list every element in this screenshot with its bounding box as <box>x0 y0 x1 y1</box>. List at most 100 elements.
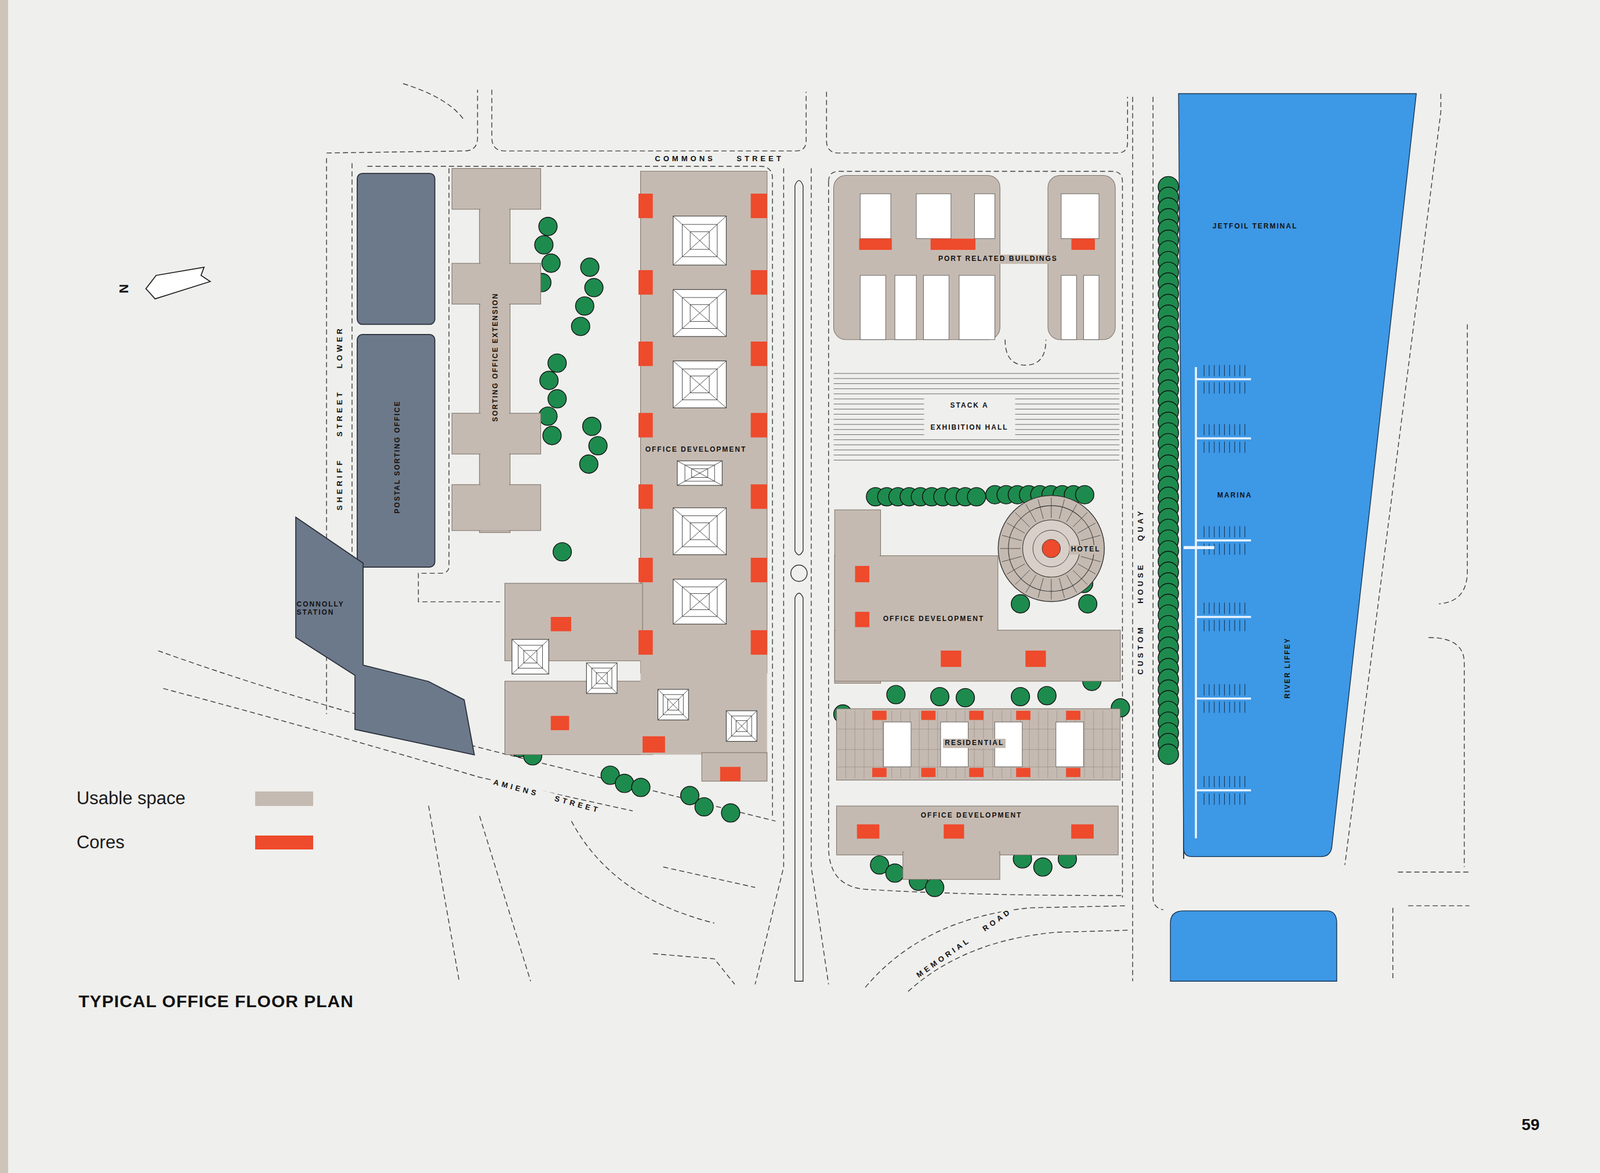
core-block <box>750 341 768 366</box>
plan-shape <box>726 710 758 742</box>
core-block <box>1041 539 1061 559</box>
plan-shape <box>1103 710 1104 779</box>
core-block <box>1025 650 1046 667</box>
tree <box>575 296 594 316</box>
plan-shape <box>1050 579 1052 600</box>
plan-line <box>791 565 808 582</box>
plan-shape <box>1195 437 1251 441</box>
plan-shape <box>1111 710 1113 779</box>
plan-shape <box>1195 789 1251 793</box>
plan-shape <box>1032 530 1070 568</box>
plan-shape <box>904 850 1000 858</box>
plan-shape <box>959 275 996 340</box>
street-name: SHERIFF STREET LOWER <box>334 323 345 514</box>
plan-shape <box>833 388 1120 390</box>
plan-shape <box>1203 365 1245 394</box>
core-block <box>969 710 985 721</box>
plan-line <box>795 180 804 555</box>
core-block <box>750 630 768 655</box>
core-block <box>872 768 887 778</box>
core-block <box>1066 710 1081 721</box>
tree <box>539 371 559 390</box>
tree <box>1158 744 1179 765</box>
plan-shape <box>1038 710 1040 779</box>
plan-line <box>838 171 1123 899</box>
core-block <box>720 767 741 782</box>
plan-shape <box>845 710 847 779</box>
page-number: 59 <box>1521 1115 1540 1135</box>
north-label: N <box>115 284 131 294</box>
plan-line <box>1438 324 1468 604</box>
plan-shape <box>640 652 768 756</box>
tree <box>542 426 562 445</box>
plan-line <box>1005 339 1046 366</box>
plan-shape <box>834 510 881 684</box>
building-footprint: OFFICE DEVELOPMENT <box>831 506 1123 686</box>
tree <box>721 803 740 823</box>
tree <box>1033 857 1052 877</box>
core-block <box>855 566 870 583</box>
plan-shape <box>1077 523 1095 534</box>
tree <box>956 688 975 707</box>
plan-shape <box>1195 616 1251 619</box>
plan-shape <box>673 361 727 409</box>
core-block <box>638 270 653 295</box>
tree <box>538 407 558 426</box>
core-block <box>1071 238 1095 250</box>
plan-shape <box>673 361 727 409</box>
plan-shape <box>1058 578 1065 598</box>
plan-shape <box>833 383 1120 384</box>
tree <box>886 685 906 705</box>
plan-shape <box>640 171 768 674</box>
plan-shape <box>479 168 511 533</box>
area-label: RESIDENTIAL <box>942 738 1006 749</box>
area-label: JETFOIL TERMINAL <box>1212 222 1298 231</box>
tree <box>694 797 714 817</box>
plan-shape <box>673 216 727 266</box>
plan-shape <box>673 289 727 337</box>
core-block <box>550 716 570 731</box>
river-water-shape <box>1175 91 1421 862</box>
area-label: HOTEL <box>1069 545 1103 555</box>
building-footprint: RESIDENTIAL <box>834 705 1123 784</box>
plan-shape <box>883 722 912 767</box>
plan-shape <box>1038 499 1044 520</box>
plan-line <box>795 593 804 982</box>
station-footprint-shape <box>291 513 480 761</box>
plan-shape <box>677 461 723 486</box>
plan-line <box>826 91 1128 154</box>
legend-swatch <box>255 835 314 851</box>
tree <box>615 774 634 793</box>
tree <box>580 258 600 277</box>
plan-shape <box>833 444 1120 445</box>
plan-line <box>351 162 353 572</box>
plan-shape <box>998 495 1105 602</box>
plan-line <box>403 83 465 121</box>
plan-shape <box>916 193 952 239</box>
plan-shape <box>1038 578 1044 598</box>
plan-shape <box>1203 684 1245 713</box>
core-block <box>750 193 768 219</box>
plan-line <box>1428 637 1465 867</box>
building-footprint-shape <box>502 168 771 786</box>
tree <box>548 353 567 373</box>
core-block <box>1071 824 1095 839</box>
kerb-lines <box>158 83 1470 992</box>
plan-shape <box>673 508 727 555</box>
street-name: CUSTOM HOUSE QUAY <box>1136 506 1146 678</box>
plan-shape <box>1195 378 1251 382</box>
plan-shape <box>673 579 727 624</box>
area-label: OFFICE DEVELOPMENT <box>919 811 1025 821</box>
plan-shape <box>586 662 618 694</box>
street-name: COMMONS STREET <box>652 154 786 165</box>
core-block <box>750 270 768 295</box>
plan-shape <box>673 508 727 555</box>
plan-shape <box>673 216 727 266</box>
tree <box>930 687 950 707</box>
core-block <box>750 412 768 438</box>
tree <box>571 317 590 336</box>
plan-line <box>1398 871 1470 873</box>
core-block <box>921 710 936 721</box>
